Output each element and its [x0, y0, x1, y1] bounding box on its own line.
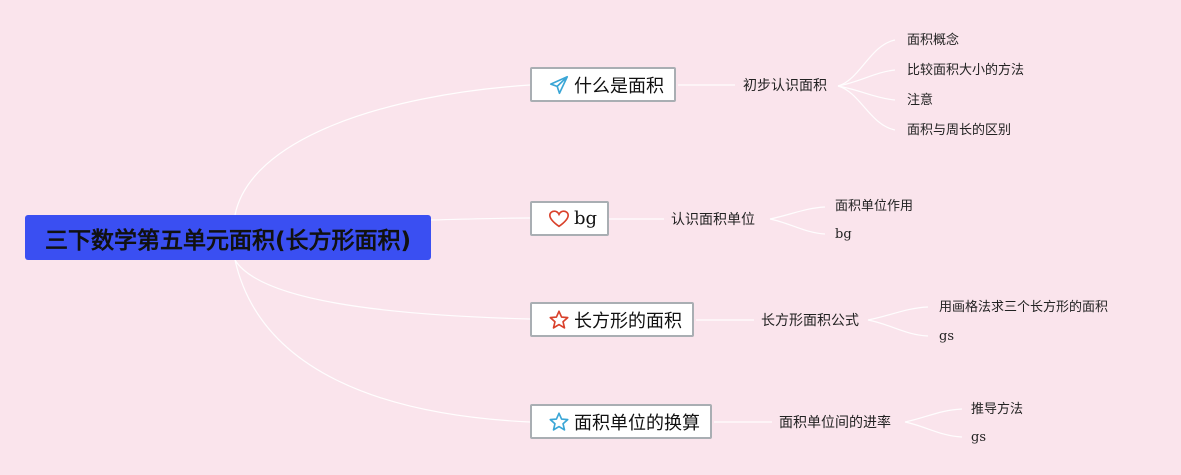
root-topic-label: 三下数学第五单元面积(长方形面积) — [44, 227, 412, 254]
leaf-note[interactable]: 注意 — [907, 92, 933, 110]
topic-label: 长方形的面积 — [574, 310, 682, 332]
leaf-area-vs-perimeter[interactable]: 面积与周长的区别 — [907, 122, 1011, 140]
leaf-label: 比较面积大小的方法 — [907, 63, 1025, 78]
leaf-label: 面积概念 — [907, 33, 960, 48]
root-topic[interactable]: 三下数学第五单元面积(长方形面积) — [25, 215, 431, 260]
subtopic-area-units[interactable]: 认识面积单位 — [671, 211, 755, 229]
topic-unit-conversion[interactable]: 面积单位的换算 — [530, 404, 712, 439]
leaf-label: 面积与周长的区别 — [907, 123, 1012, 138]
leaf-label: gs — [939, 329, 954, 344]
leaf-gs[interactable]: gs — [939, 328, 954, 346]
star-icon — [548, 309, 570, 331]
topic-rectangle-area[interactable]: 长方形的面积 — [530, 302, 694, 337]
leaf-label: bg — [835, 227, 852, 242]
leaf-label: 面积单位作用 — [835, 199, 914, 214]
leaf-derivation[interactable]: 推导方法 — [971, 401, 1023, 419]
leaf-label: 注意 — [907, 93, 934, 108]
subtopic-label: 认识面积单位 — [671, 212, 755, 228]
subtopic-initial-understanding[interactable]: 初步认识面积 — [743, 77, 827, 95]
topic-label: bg — [574, 208, 598, 229]
paper-plane-icon — [548, 74, 570, 96]
topic-label: 面积单位的换算 — [574, 412, 700, 434]
leaf-label: gs — [971, 430, 986, 445]
subtopic-label: 长方形面积公式 — [761, 313, 859, 329]
leaf-label: 推导方法 — [971, 402, 1024, 417]
leaf-area-concept[interactable]: 面积概念 — [907, 32, 959, 50]
topic-bg[interactable]: bg — [530, 201, 610, 236]
subtopic-label: 面积单位间的进率 — [779, 415, 891, 431]
leaf-label: 用画格法求三个长方形的面积 — [939, 300, 1109, 315]
topic-label: 什么是面积 — [574, 75, 664, 97]
leaf-bg[interactable]: bg — [835, 226, 852, 244]
subtopic-label: 初步认识面积 — [743, 78, 827, 94]
subtopic-rectangle-formula[interactable]: 长方形面积公式 — [761, 312, 859, 330]
leaf-grid-method[interactable]: 用画格法求三个长方形的面积 — [939, 299, 1108, 317]
star-outline-icon — [548, 411, 570, 433]
leaf-compare-methods[interactable]: 比较面积大小的方法 — [907, 62, 1024, 80]
subtopic-unit-rates[interactable]: 面积单位间的进率 — [779, 414, 891, 432]
leaf-unit-purpose[interactable]: 面积单位作用 — [835, 198, 913, 216]
heart-icon — [548, 208, 570, 230]
leaf-gs[interactable]: gs — [971, 429, 986, 447]
topic-what-is-area[interactable]: 什么是面积 — [530, 67, 676, 102]
